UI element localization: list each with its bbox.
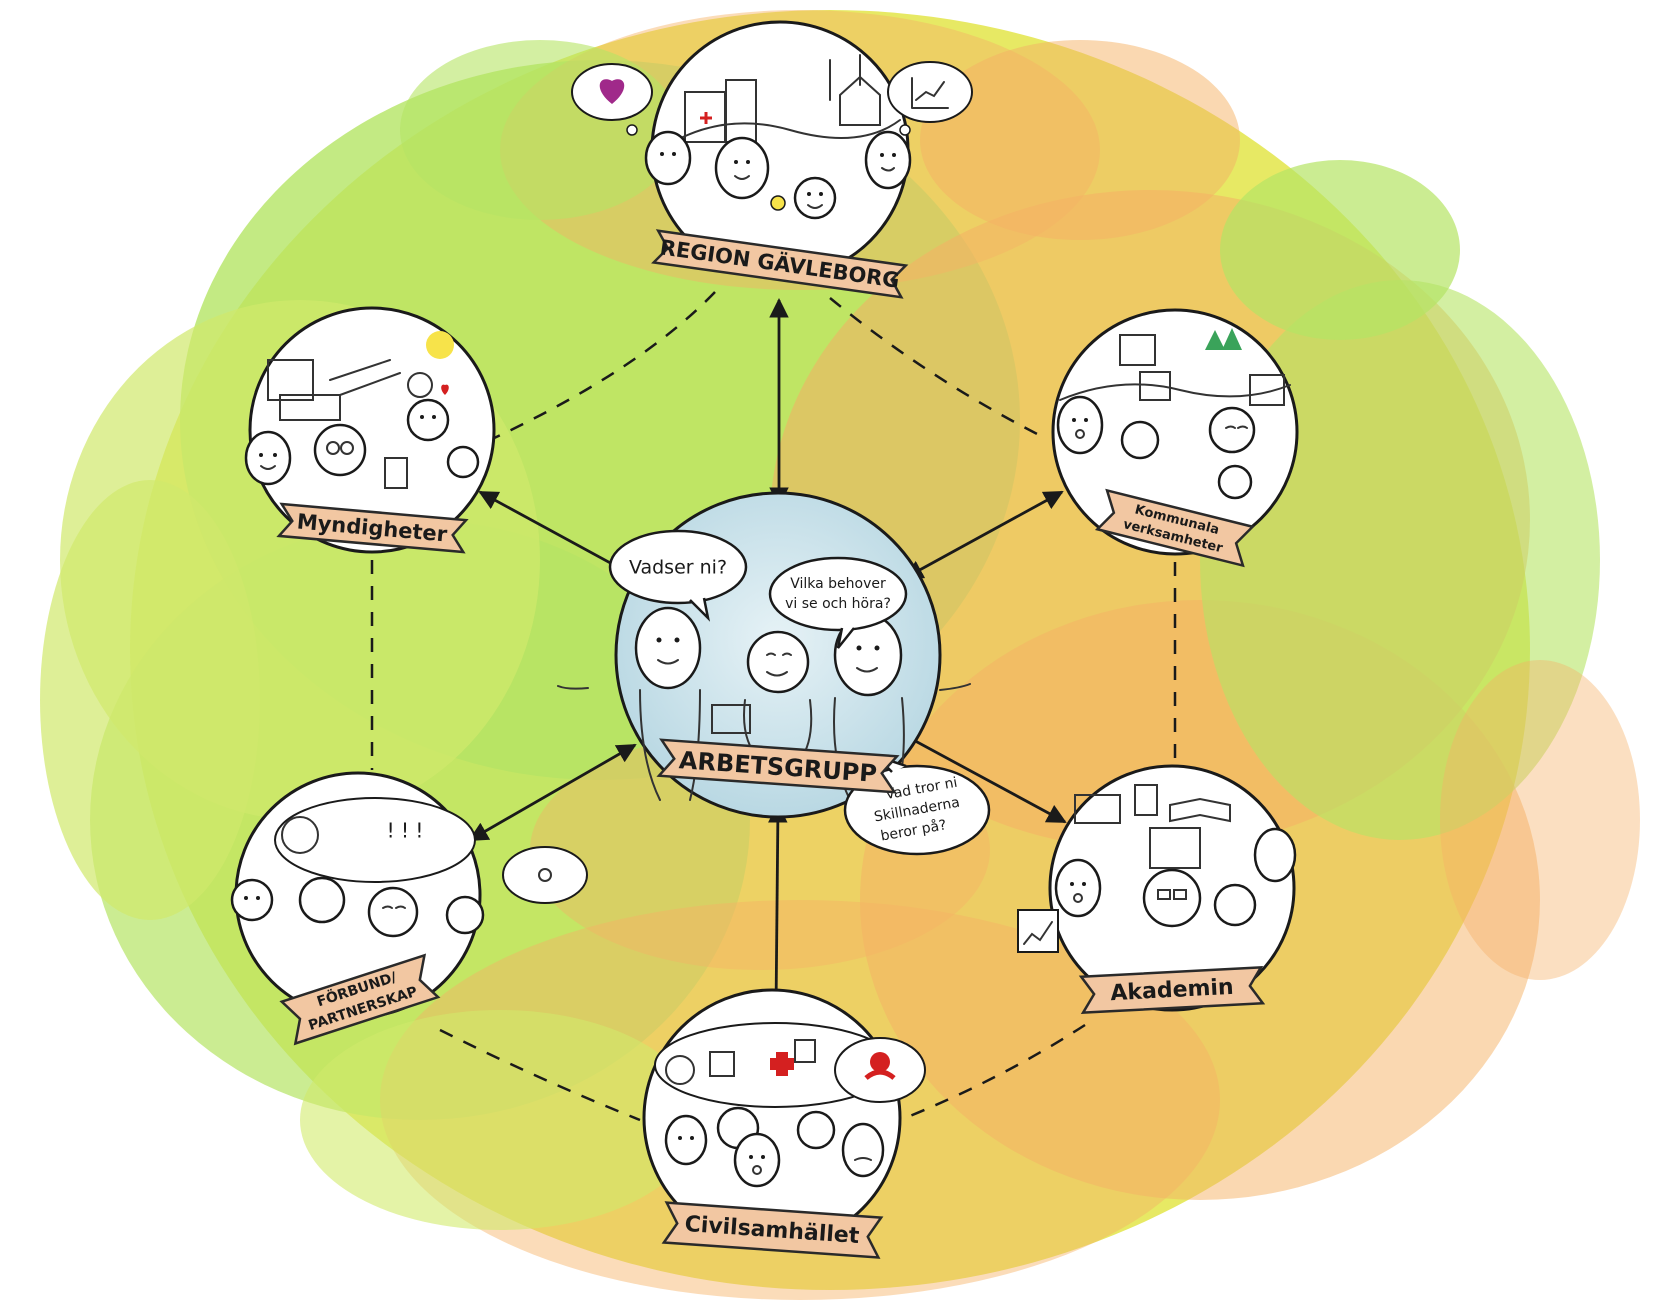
wheelchair-icon bbox=[665, 1055, 695, 1085]
banner-myndigheter: Myndigheter bbox=[276, 502, 469, 554]
dashed-edge-akademin-civil bbox=[899, 1023, 1086, 1122]
banner-arbetsgrupp: ARBETSGRUPP bbox=[656, 738, 900, 794]
center-figures bbox=[557, 606, 971, 801]
speech-bubble-vadser: Vadser ni? bbox=[608, 529, 748, 622]
bubble-text-vadser: Vadser ni? bbox=[629, 557, 727, 579]
dashed-edge-forbund-civil bbox=[439, 1028, 641, 1122]
node-myndigheter[interactable]: Myndigheter bbox=[244, 306, 496, 554]
chart-thought-icon bbox=[887, 61, 973, 136]
cooperation-thought-icon bbox=[502, 846, 588, 904]
node-akademin[interactable]: Akademin bbox=[1017, 764, 1297, 1015]
dashed-connections bbox=[370, 291, 1177, 1122]
charity-logo-icon bbox=[870, 1052, 890, 1072]
edge-civil-center bbox=[766, 803, 788, 1012]
banner-akademin: Akademin bbox=[1078, 965, 1266, 1015]
speech-bubble-vilka: Vilka behover vi se och höra? bbox=[768, 556, 908, 649]
dashed-edge-region-myndigheter bbox=[489, 291, 716, 442]
node-kommunala-verksamheter[interactable]: Kommunala verksamheter bbox=[1051, 308, 1299, 568]
solid-connections bbox=[468, 298, 1067, 1012]
edge-akademin-center bbox=[893, 728, 1067, 824]
bubble-text-vilka-1: Vilka behover bbox=[790, 576, 886, 592]
node-arbetsgrupp[interactable]: Vadser ni? Vilka behover vi se och höra?… bbox=[557, 491, 991, 856]
edge-kommunala-center bbox=[903, 490, 1064, 580]
red-cross-icon bbox=[770, 1052, 794, 1076]
node-civilsamhallet[interactable]: Civilsamhället bbox=[642, 988, 926, 1259]
dashed-edge-region-kommunala bbox=[829, 297, 1046, 440]
bubble-text-vilka-2: vi se och höra? bbox=[785, 596, 891, 612]
chart-paper-icon bbox=[1017, 909, 1059, 953]
heart-thought-icon bbox=[571, 63, 653, 136]
edge-forbund-center bbox=[468, 743, 637, 842]
banner-civilsamhallet: Civilsamhället bbox=[661, 1201, 884, 1259]
svg-text:! ! !: ! ! ! bbox=[387, 819, 424, 843]
node-region-gavleborg[interactable]: REGION GÄVLEBORG bbox=[571, 20, 973, 299]
